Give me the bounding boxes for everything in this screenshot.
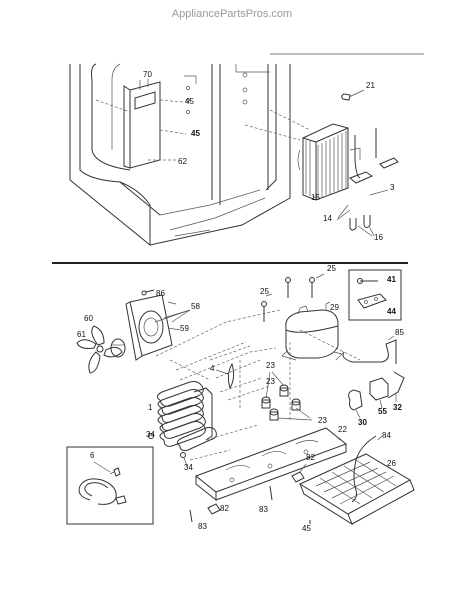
callout-label-1: 1 <box>148 403 153 412</box>
callout-label-82b: 82 <box>220 504 229 513</box>
machine-compartment-drawing <box>66 269 415 526</box>
screw-25 <box>261 273 325 322</box>
callout-label-3: 3 <box>390 183 395 192</box>
callout-label-34b: 34 <box>184 463 193 472</box>
callout-label-6: 6 <box>90 451 95 460</box>
callout-label-23a: 23 <box>266 361 275 370</box>
callout-label-58: 58 <box>191 302 200 311</box>
callout-label-44: 44 <box>387 307 396 316</box>
callout-labels: 7045456221153141686585960612525414429854… <box>77 70 404 533</box>
callout-label-23b: 23 <box>266 377 275 386</box>
evaporator-coil <box>297 123 361 201</box>
callout-label-45a: 45 <box>185 97 194 106</box>
callout-label-29: 29 <box>330 303 339 312</box>
callout-label-70: 70 <box>143 70 152 79</box>
detail-box-6 <box>66 446 154 525</box>
callout-label-21: 21 <box>366 81 375 90</box>
fan-shroud <box>125 294 177 361</box>
callout-label-86: 86 <box>156 289 165 298</box>
callout-label-55: 55 <box>378 407 387 416</box>
callout-label-14: 14 <box>323 214 332 223</box>
callout-label-83b: 83 <box>259 505 268 514</box>
callout-label-41: 41 <box>387 275 396 284</box>
callout-label-59: 59 <box>180 324 189 333</box>
callout-label-4: 4 <box>210 364 215 373</box>
detail-box-41-44 <box>348 269 402 321</box>
watermark-text: AppliancePartsPros.com <box>172 8 292 20</box>
callout-label-15: 15 <box>311 193 320 202</box>
callout-label-25b: 25 <box>327 264 336 273</box>
callout-label-83a: 83 <box>198 522 207 531</box>
callout-label-26: 26 <box>387 459 396 468</box>
drain-pan <box>298 453 415 526</box>
base-pan <box>194 427 348 502</box>
callout-label-25a: 25 <box>260 287 269 296</box>
callout-label-32: 32 <box>393 403 402 412</box>
callout-label-23c: 23 <box>318 416 327 425</box>
callout-label-60: 60 <box>84 314 93 323</box>
callout-label-45b: 45 <box>191 129 200 138</box>
callout-label-30: 30 <box>358 418 367 427</box>
fan-blade <box>76 325 123 374</box>
callout-label-45c: 45 <box>302 524 311 533</box>
callout-label-62: 62 <box>178 157 187 166</box>
callout-label-34a: 34 <box>146 430 155 439</box>
callout-label-84: 84 <box>382 431 391 440</box>
callout-label-61: 61 <box>77 330 86 339</box>
cabinet-drawing <box>69 53 424 246</box>
callout-label-85: 85 <box>395 328 404 337</box>
compressor <box>281 301 343 361</box>
condenser-coil <box>156 381 217 451</box>
callout-label-16: 16 <box>374 233 383 242</box>
callout-label-22: 22 <box>338 425 347 434</box>
callout-label-82a: 82 <box>306 453 315 462</box>
grommets-23 <box>261 371 313 421</box>
